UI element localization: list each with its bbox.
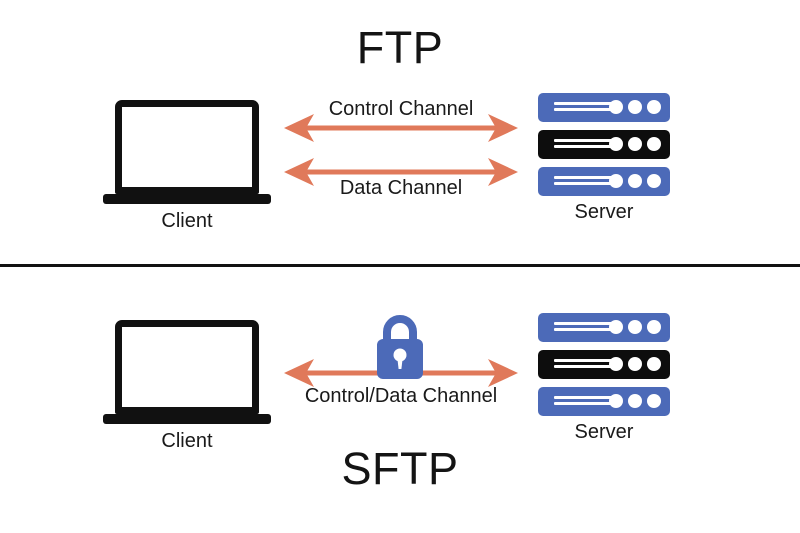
lock-icon (373, 315, 427, 381)
laptop-screen-icon (115, 320, 259, 414)
server-label-sftp: Server (574, 421, 634, 443)
client-laptop-ftp: Client (103, 100, 271, 232)
laptop-screen-icon (115, 100, 259, 194)
rack-leds-icon (609, 137, 661, 151)
rack-lines-icon (554, 139, 616, 150)
server-rack-unit (538, 350, 670, 379)
rack-leds-icon (609, 320, 661, 334)
rack-leds-icon (609, 174, 661, 188)
control-channel-label: Control Channel (328, 98, 474, 120)
data-channel-label: Data Channel (339, 177, 463, 199)
server-stack-ftp: Server (538, 93, 670, 223)
laptop-base-icon (103, 194, 271, 204)
rack-lines-icon (554, 176, 616, 187)
section-divider (0, 264, 800, 267)
rack-lines-icon (554, 359, 616, 370)
laptop-base-icon (103, 414, 271, 424)
client-laptop-sftp: Client (103, 320, 271, 452)
server-label-ftp: Server (574, 201, 634, 223)
server-rack-unit (538, 313, 670, 342)
rack-lines-icon (554, 102, 616, 113)
rack-leds-icon (609, 357, 661, 371)
ftp-title: FTP (356, 22, 444, 73)
server-rack-unit (538, 93, 670, 122)
control-data-channel-label: Control/Data Channel (304, 385, 498, 407)
control-channel-arrow (282, 111, 520, 145)
data-channel-arrow (282, 155, 520, 189)
client-label-sftp: Client (161, 430, 213, 452)
rack-lines-icon (554, 396, 616, 407)
server-rack-unit (538, 130, 670, 159)
rack-lines-icon (554, 322, 616, 333)
server-rack-unit (538, 167, 670, 196)
rack-leds-icon (609, 394, 661, 408)
client-label-ftp: Client (161, 210, 213, 232)
rack-leds-icon (609, 100, 661, 114)
server-rack-unit (538, 387, 670, 416)
server-stack-sftp: Server (538, 313, 670, 443)
sftp-title: SFTP (341, 443, 459, 494)
